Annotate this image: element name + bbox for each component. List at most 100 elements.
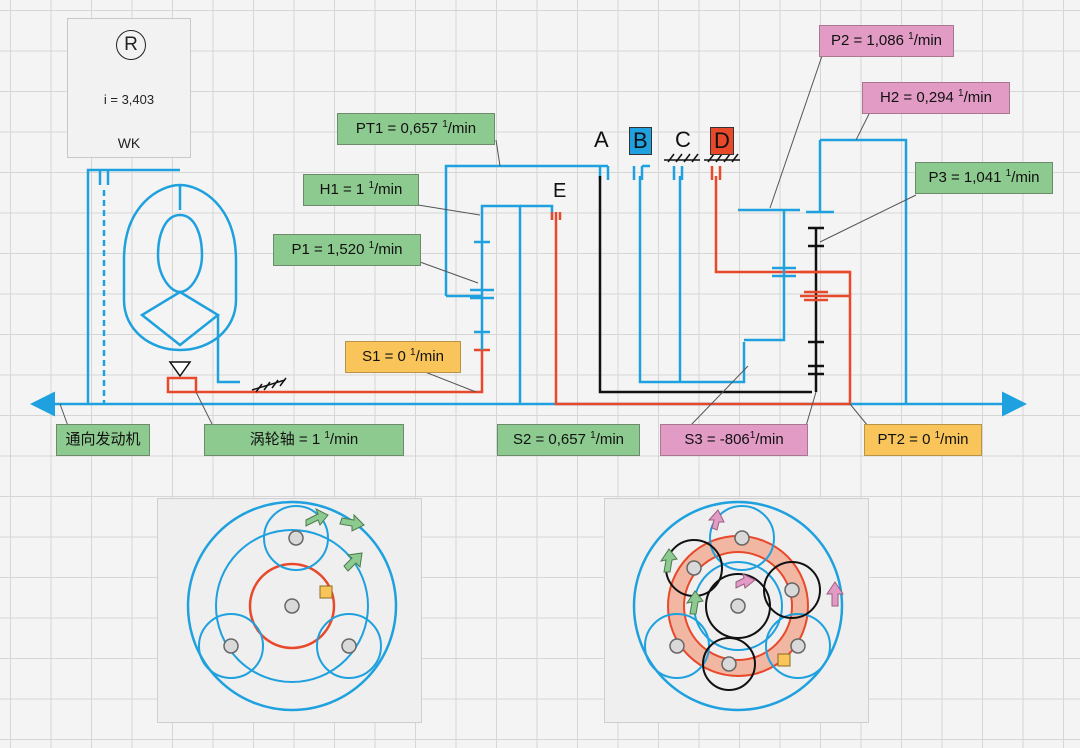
freewheel-support [166,376,198,394]
ground-tick [675,153,683,163]
label-h2: H2 = 0,294 1/min [862,82,1010,114]
planet-gear-left [198,613,264,679]
planetary-set-1 [444,164,608,404]
h2-ring-line [820,138,908,404]
s1-shaft-line [196,350,484,394]
long-planet-top [709,505,775,571]
long-planet-right [765,613,831,679]
clutch-e-hub [550,212,562,220]
rotation-arrow [707,509,725,531]
planet-axle [223,638,239,654]
leader-engine [59,403,69,427]
clutch-d-hub [710,166,722,180]
leader-s3 [805,391,817,427]
converter-name: WK [117,135,141,151]
label-s2: S2 = 0,657 1/min [497,424,640,456]
leader-h2 [855,111,871,141]
ring-gear [632,500,844,712]
freewheel [166,361,198,394]
rotation-arrow [659,548,678,573]
sun-gear [248,562,336,650]
leader-h1 [417,204,481,216]
planet-gear-right [316,613,382,679]
label-pt1: PT1 = 0,657 1/min [337,113,495,145]
ground-tick [279,377,287,387]
p3-mark-top [808,226,824,248]
planet-gear-top [263,505,329,571]
ground-tick [255,383,263,393]
ground-tick [667,153,675,163]
label-p2: P2 = 1,086 1/min [819,25,954,57]
clutch-a-drum [598,176,812,394]
clutch-d-label: D [710,127,734,155]
ground-tick [691,153,699,163]
sun-axle [284,598,300,614]
clutch-e-label: E [553,180,567,202]
label-p3: P3 = 1,041 1/min [915,162,1053,194]
ground-tick [263,381,271,391]
fixed-marker [319,585,333,599]
leader-s2 [689,365,749,427]
ring-h1-line [480,204,522,404]
clutch-drums [550,166,852,406]
converter-box: R i = 3,403 WK [67,18,191,158]
converter-ratio: i = 3,403 [103,92,155,107]
pt2-carrier-mark [804,290,828,302]
carrier-circle [215,529,369,683]
planet-axle [686,560,702,576]
ground-tick [271,379,279,389]
reverse-symbol: R [116,30,146,60]
rotation-arrow [339,513,365,532]
converter-stator [139,290,221,347]
torque-converter [86,168,240,404]
carrier-inner [683,551,793,661]
clutch-e-drum [554,212,850,406]
planet-axle [669,638,685,654]
p2-planet-shaft [744,210,786,342]
planet-axle [341,638,357,654]
p2-mesh-mark [772,266,796,278]
clutch-c-label: C [675,127,691,152]
planetary-set-2 [738,138,908,404]
ring-to-e-line [520,204,554,220]
ground-tick [707,153,715,163]
converter-inner-loop [156,213,204,294]
freewheel-symbol [168,361,192,378]
leader-pt1 [495,139,501,167]
planet-axle [734,530,750,546]
short-planet-2 [763,561,821,619]
converter-turbine-link [216,315,240,384]
leader-turbine [195,391,213,425]
label-pt2: PT2 = 0 1/min [864,424,982,456]
fixed-marker [777,653,791,667]
rotation-arrow [735,573,756,589]
label-s3: S3 = -8061/min [660,424,808,456]
planet-axle [288,530,304,546]
leader-s1 [419,369,477,393]
clutch-b-drum [638,176,746,384]
ring-gear [186,500,398,712]
pt2-carrier-line [800,270,850,298]
rotation-arrow [305,507,329,527]
rotation-arrow [826,581,844,607]
rotation-arrow [685,590,704,615]
converter-housing-line [86,168,180,404]
planet-axle [721,656,737,672]
label-s1: S1 = 0 1/min [345,341,461,373]
ground-tick [731,153,739,163]
ground-hatch-1 [251,377,287,393]
clutch-b-hub [632,164,650,180]
label-h1: H1 = 1 1/min [303,174,419,206]
ground-tick [683,153,691,163]
clutch-b-label: B [629,127,652,155]
planet-axle [790,638,806,654]
label-turbine: 涡轮轴 = 1 1/min [204,424,404,456]
leader-p1 [419,261,479,284]
rotation-arrow [343,552,363,572]
ground-tick [723,153,731,163]
clutch-a-label: A [594,127,609,152]
pt1-carrier-line [444,164,608,296]
ground-tick [715,153,723,163]
h2-ring-mark [806,140,834,214]
